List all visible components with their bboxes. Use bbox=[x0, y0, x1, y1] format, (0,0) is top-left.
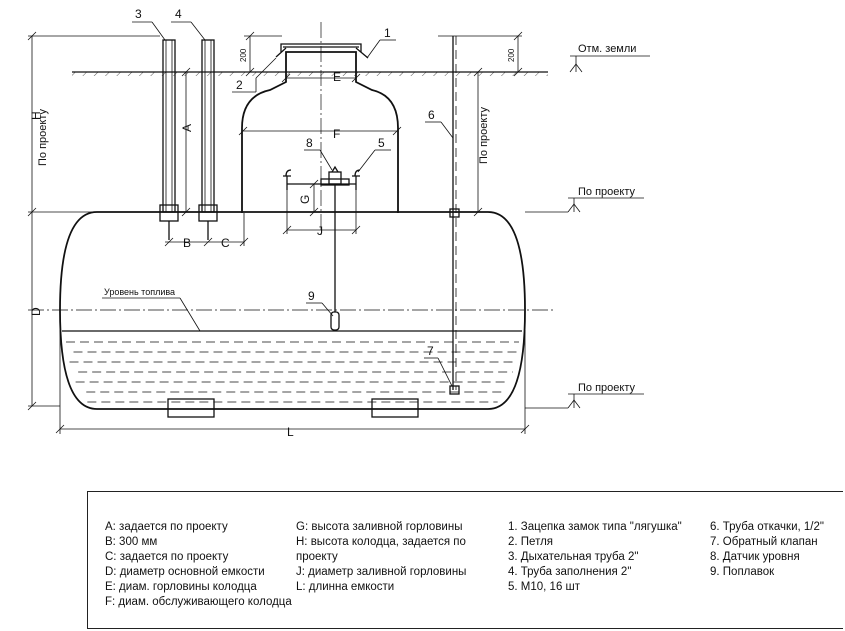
fuel-level-annotation: Уровень топлива bbox=[102, 287, 201, 332]
tank-body bbox=[59, 211, 526, 410]
legend-item: 5. М10, 16 шт bbox=[508, 581, 581, 593]
callout-5: 5 bbox=[357, 136, 391, 173]
dim-f: F bbox=[238, 126, 402, 141]
dim-j-label: J bbox=[317, 224, 323, 238]
dim-l: L bbox=[55, 330, 530, 439]
legend-item: E: диам. горловины колодца bbox=[105, 581, 257, 593]
dim-a: A bbox=[180, 67, 194, 217]
legend-item: G: высота заливной горловины bbox=[296, 521, 463, 533]
dim-e: E bbox=[281, 70, 361, 84]
fill-pipe bbox=[198, 39, 218, 240]
by-project-label-2: По проекту bbox=[578, 382, 635, 394]
legend-item: D: диаметр основной емкости bbox=[105, 566, 265, 578]
dim-f-label: F bbox=[333, 127, 340, 141]
dim-d-label: D bbox=[29, 307, 43, 316]
svg-text:7: 7 bbox=[427, 344, 434, 358]
svg-text:8: 8 bbox=[306, 136, 313, 150]
callout-8: 8 bbox=[304, 136, 333, 171]
legend-item: 7. Обратный клапан bbox=[710, 536, 818, 548]
legend-item: H: высота колодца, задается по проекту bbox=[296, 536, 466, 563]
dim-200-left-label: 200 bbox=[239, 48, 248, 62]
callout-3: 3 bbox=[132, 7, 166, 41]
dim-bc: B C bbox=[164, 213, 249, 250]
legend-item: 4. Труба заполнения 2" bbox=[508, 566, 632, 578]
float bbox=[330, 311, 340, 331]
svg-text:9: 9 bbox=[308, 289, 315, 303]
legend-box: A: задается по проекту B: 300 мм C: зада… bbox=[87, 491, 843, 629]
svg-text:1: 1 bbox=[384, 26, 391, 40]
callout-7: 7 bbox=[424, 344, 453, 387]
svg-text:6: 6 bbox=[428, 108, 435, 122]
dim-right-vertical: По проекту bbox=[473, 67, 490, 217]
by-project-label-1: По проекту bbox=[578, 186, 635, 198]
legend-col-parts-1: 1. Зацепка замок типа "лягушка" 2. Петля… bbox=[508, 520, 704, 595]
dim-g-label: G bbox=[298, 195, 312, 204]
callout-9: 9 bbox=[306, 289, 334, 317]
tank-drawing: H По проекту D A B C E F G bbox=[27, 7, 650, 439]
check-valve bbox=[449, 385, 460, 395]
level-mark-2: По проекту bbox=[567, 382, 644, 409]
dim-b-label: B bbox=[183, 236, 191, 250]
dim-200-right: 200 bbox=[438, 31, 523, 77]
support-left bbox=[167, 398, 215, 418]
legend-item: F: диам. обслуживающего колодца bbox=[105, 596, 292, 608]
pumpout-pipe bbox=[449, 36, 460, 395]
svg-text:4: 4 bbox=[175, 7, 182, 21]
legend-col-dimensions-2: G: высота заливной горловины H: высота к… bbox=[296, 520, 488, 595]
dim-200-right-label: 200 bbox=[507, 48, 516, 62]
legend-item: 1. Зацепка замок типа "лягушка" bbox=[508, 521, 682, 533]
fuel-liquid bbox=[62, 330, 522, 403]
dim-a-label: A bbox=[180, 124, 194, 132]
svg-text:3: 3 bbox=[135, 7, 142, 21]
level-mark-1: По проекту bbox=[567, 186, 644, 213]
fill-neck bbox=[283, 169, 361, 190]
ground-level-mark: Отм. земли bbox=[569, 43, 650, 73]
legend-item: 2. Петля bbox=[508, 536, 554, 548]
dim-c-label: C bbox=[221, 236, 230, 250]
legend-item: J: диаметр заливной горловины bbox=[296, 566, 467, 578]
legend-item: L: длинна емкости bbox=[296, 581, 395, 593]
service-well bbox=[241, 51, 399, 213]
svg-text:2: 2 bbox=[236, 78, 243, 92]
vertical-by-project-left: По проекту bbox=[37, 109, 49, 166]
dim-h-label: H bbox=[29, 111, 43, 120]
vertical-by-project-right: По проекту bbox=[478, 107, 490, 164]
well-lid bbox=[275, 43, 369, 59]
dim-j: J bbox=[282, 190, 361, 238]
ground-line bbox=[72, 71, 548, 76]
callout-1: 1 bbox=[366, 26, 396, 59]
support-right bbox=[371, 398, 419, 418]
dim-e-label: E bbox=[333, 70, 341, 84]
legend-item: 3. Дыхательная труба 2" bbox=[508, 551, 639, 563]
legend-item: A: задается по проекту bbox=[105, 521, 228, 533]
level-sensor bbox=[328, 165, 342, 331]
legend-item: B: 300 мм bbox=[105, 536, 158, 548]
fuel-level-label: Уровень топлива bbox=[104, 287, 175, 297]
ground-level-label: Отм. земли bbox=[578, 43, 636, 55]
callout-6: 6 bbox=[425, 108, 454, 139]
legend-item: 9. Поплавок bbox=[710, 566, 775, 578]
dim-h: H По проекту D bbox=[27, 31, 160, 411]
legend-item: 8. Датчик уровня bbox=[710, 551, 800, 563]
dim-l-label: L bbox=[287, 425, 294, 439]
dim-200-left: 200 bbox=[239, 31, 282, 77]
legend-item: C: задается по проекту bbox=[105, 551, 229, 563]
breather-pipe bbox=[159, 39, 179, 240]
callout-4: 4 bbox=[171, 7, 206, 41]
legend-item: 6. Труба откачки, 1/2" bbox=[710, 521, 824, 533]
callout-2: 2 bbox=[232, 57, 277, 93]
legend-col-parts-2: 6. Труба откачки, 1/2" 7. Обратный клапа… bbox=[710, 520, 844, 580]
dim-g: G bbox=[298, 179, 319, 217]
legend-col-dimensions-1: A: задается по проекту B: 300 мм C: зада… bbox=[105, 520, 310, 610]
svg-text:5: 5 bbox=[378, 136, 385, 150]
